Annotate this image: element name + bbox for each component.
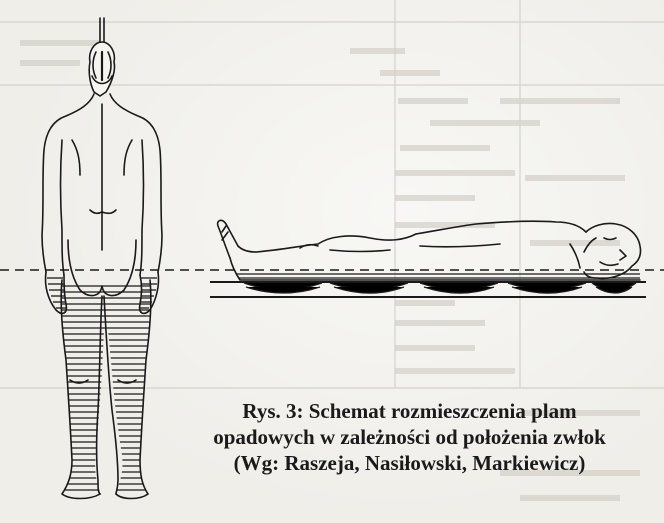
- caption-line-3: (Wg: Raszeja, Nasiłowski, Markiewicz): [155, 450, 664, 476]
- figure-caption: Rys. 3: Schemat rozmieszczenia plam opad…: [155, 398, 664, 476]
- caption-line-1: Rys. 3: Schemat rozmieszczenia plam: [155, 398, 664, 424]
- standing-body: [42, 18, 162, 499]
- lying-hatching: [236, 274, 640, 293]
- caption-line-2: opadowych w zależności od położenia zwło…: [155, 424, 664, 450]
- lying-body: [218, 220, 641, 280]
